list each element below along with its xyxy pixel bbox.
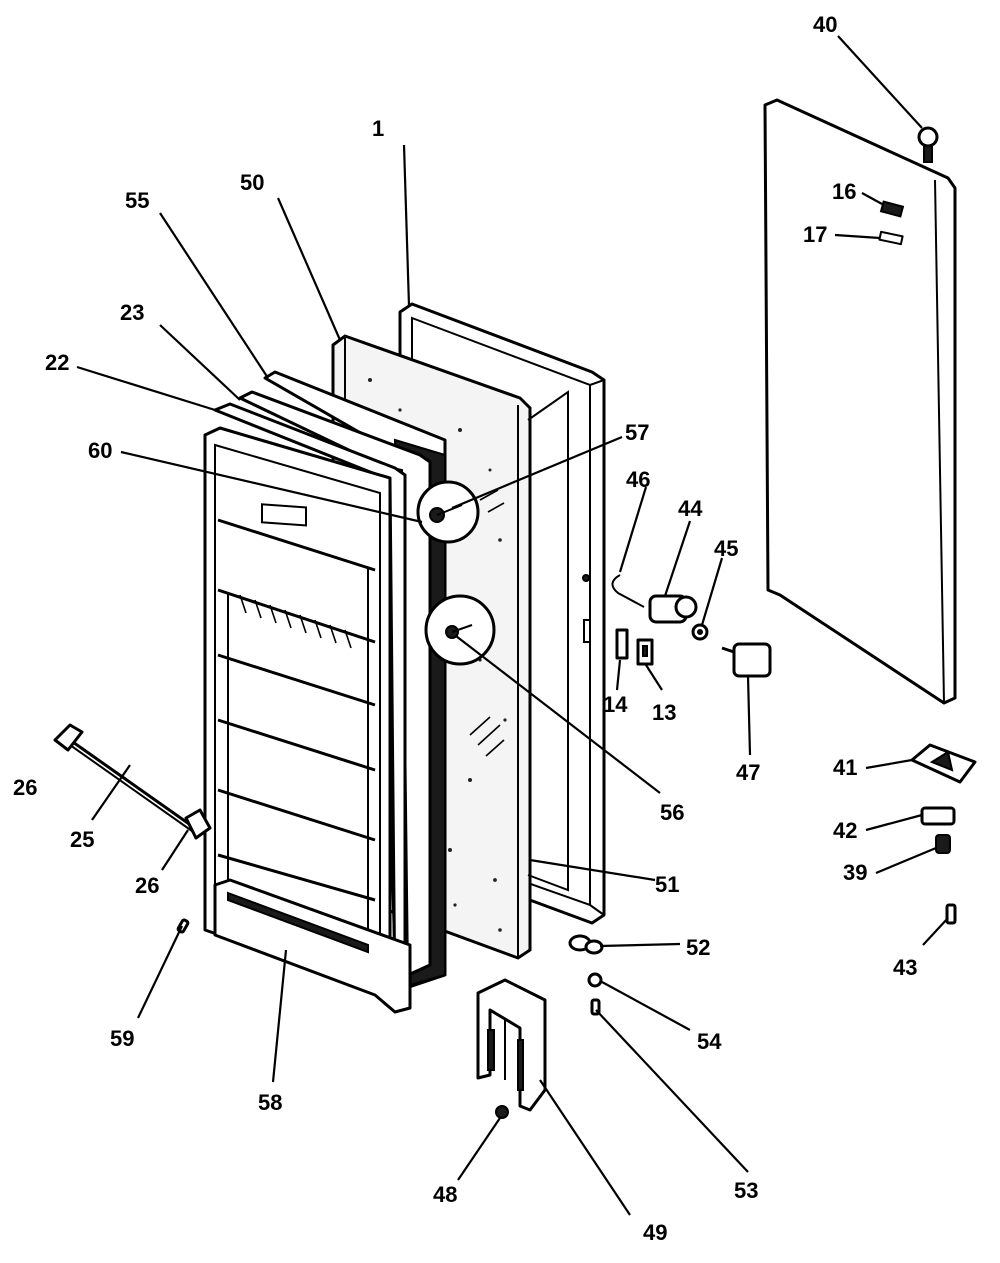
- washer-part-54: [587, 972, 603, 988]
- leader-56: [455, 635, 661, 794]
- callout-labels: 1 50 55 23 22 60 57 46 44 45 14 13 47 56…: [13, 12, 917, 1245]
- washer-part-45: [691, 623, 709, 641]
- hinge-bracket-part-49: [476, 978, 547, 1112]
- leader-23: [159, 324, 241, 401]
- leader-49: [539, 1079, 631, 1216]
- callout-42: 42: [833, 818, 857, 843]
- leader-14: [615, 659, 622, 691]
- key-part-47: [721, 642, 772, 678]
- leader-1: [402, 144, 411, 307]
- door-liner-part-51: [527, 390, 569, 892]
- leader-60: [120, 450, 423, 524]
- callout-17: 17: [803, 222, 827, 247]
- leader-51: [529, 858, 656, 882]
- leader-40: [837, 35, 923, 129]
- leader-47: [746, 675, 752, 756]
- leader-59: [137, 925, 183, 1019]
- handle-end-part-26-right: [184, 808, 212, 840]
- leader-26b: [161, 829, 189, 871]
- callout-25: 25: [70, 827, 94, 852]
- callout-1: 1: [372, 116, 384, 141]
- callout-52: 52: [686, 935, 710, 960]
- callout-53: 53: [734, 1178, 758, 1203]
- callout-58: 58: [258, 1090, 282, 1115]
- callout-54: 54: [697, 1029, 722, 1054]
- leader-45: [700, 557, 724, 626]
- leader-13: [645, 664, 663, 691]
- lock-cylinder-part-44: [648, 594, 698, 624]
- callout-26-left: 26: [13, 775, 37, 800]
- clip-part-14: [615, 628, 629, 660]
- screw-part-43: [945, 903, 957, 925]
- screw-part-48: [495, 1105, 509, 1119]
- leader-50: [276, 197, 342, 341]
- hinge-pin-part-52: [568, 934, 604, 955]
- callout-26-right: 26: [135, 873, 159, 898]
- leader-46: [618, 486, 648, 573]
- screw-detail-part-57: [416, 480, 480, 544]
- callout-13: 13: [652, 700, 676, 725]
- callout-47: 47: [736, 760, 760, 785]
- leader-43: [922, 917, 949, 946]
- leader-53: [595, 1009, 749, 1173]
- leader-52: [599, 942, 681, 948]
- callout-39: 39: [843, 860, 867, 885]
- callout-44: 44: [678, 496, 703, 521]
- callout-23: 23: [120, 300, 144, 325]
- callout-41: 41: [833, 755, 857, 780]
- leader-lines: [76, 35, 949, 1216]
- screw-detail-part-56: [424, 594, 496, 666]
- screw-part-39: [935, 834, 951, 854]
- leader-58: [271, 949, 288, 1083]
- handle-rod-part-25: [69, 738, 193, 832]
- bracket-part-13: [636, 638, 654, 666]
- hinge-cap-part-40: [917, 126, 939, 163]
- callout-56: 56: [660, 800, 684, 825]
- outer-door-panel: [763, 98, 957, 705]
- callout-55: 55: [125, 188, 149, 213]
- callout-48: 48: [433, 1182, 457, 1207]
- callout-22: 22: [45, 350, 69, 375]
- leader-55: [159, 212, 269, 379]
- callout-57: 57: [625, 420, 649, 445]
- leader-54: [601, 981, 691, 1031]
- leader-44: [663, 520, 692, 597]
- callout-46: 46: [626, 467, 650, 492]
- leader-16: [861, 192, 883, 205]
- callout-16: 16: [832, 179, 856, 204]
- bottom-trim-part-58: [213, 878, 412, 1014]
- leader-22: [76, 365, 216, 412]
- callout-40: 40: [813, 12, 837, 37]
- lock-rod-part-46: [611, 574, 645, 608]
- callout-43: 43: [893, 955, 917, 980]
- leader-48: [457, 1117, 501, 1181]
- callout-51: 51: [655, 872, 679, 897]
- callout-49: 49: [643, 1220, 667, 1245]
- callout-45: 45: [714, 536, 738, 561]
- callout-14: 14: [603, 692, 628, 717]
- callout-59: 59: [110, 1026, 134, 1051]
- leader-39: [875, 846, 937, 875]
- leader-25: [91, 764, 131, 821]
- hinge-part-42: [920, 806, 956, 826]
- leader-42: [865, 813, 923, 832]
- handle-end-part-26-left: [53, 723, 84, 752]
- leader-41: [865, 758, 913, 770]
- hinge-part-41: [910, 743, 977, 784]
- inner-door-part-60: [203, 426, 392, 992]
- leader-57: [451, 435, 623, 510]
- callout-50: 50: [240, 170, 264, 195]
- leader-17: [834, 233, 881, 240]
- callout-60: 60: [88, 438, 112, 463]
